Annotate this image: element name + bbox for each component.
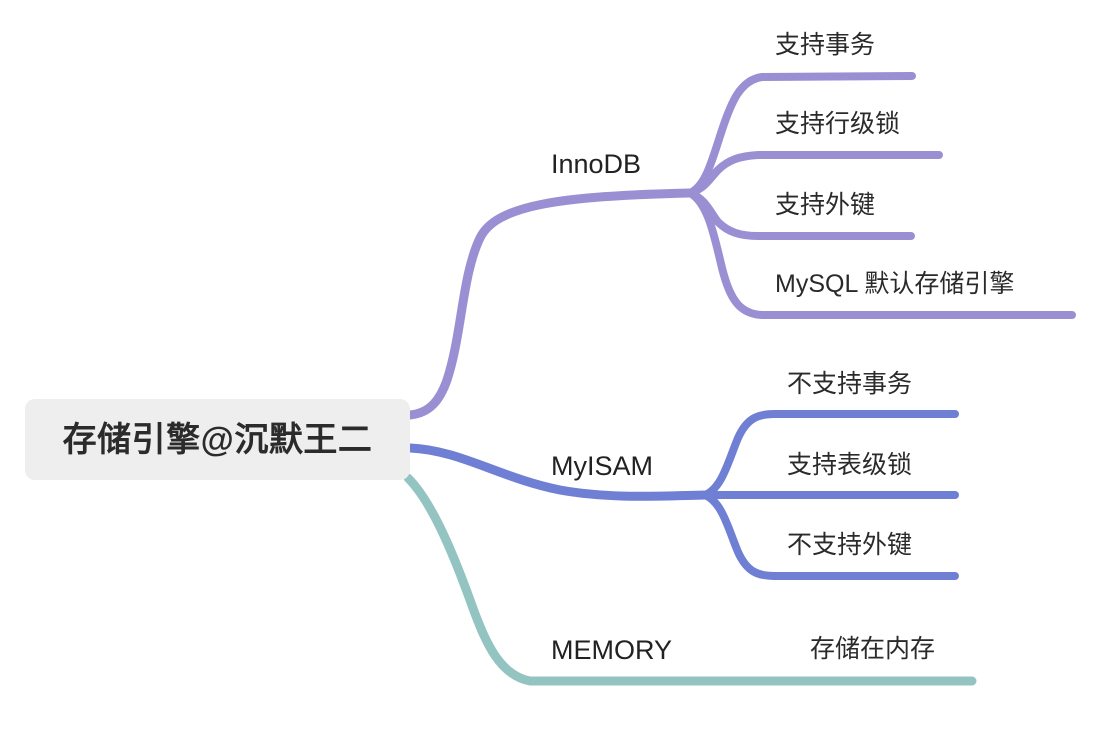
connector-root-to-myisam <box>405 443 710 501</box>
root-node[interactable]: 存储引擎@沉默王二 <box>25 399 410 480</box>
branch-node-myisam[interactable]: MyISAM <box>551 451 654 481</box>
leaf-node-innodb-supports-foreign-key[interactable]: 支持外键 <box>775 191 876 219</box>
connector-myisam-to-leaf-3 <box>701 491 959 580</box>
branch-node-memory[interactable]: MEMORY <box>551 635 673 665</box>
connector-myisam-to-leaf-1 <box>701 410 959 499</box>
leaf-node-myisam-table-level-lock[interactable]: 支持表级锁 <box>787 451 913 479</box>
branch-node-innodb[interactable]: InnoDB <box>551 149 642 179</box>
leaf-node-innodb-default-engine[interactable]: MySQL 默认存储引擎 <box>775 270 1015 298</box>
leaf-node-myisam-no-transactions[interactable]: 不支持事务 <box>787 370 913 398</box>
root-node-label: 存储引擎@沉默王二 <box>62 420 373 459</box>
connector-innodb-to-leaf-4 <box>686 189 1076 319</box>
leaf-node-myisam-no-foreign-key[interactable]: 不支持外键 <box>787 531 913 559</box>
connector-innodb-to-leaf-2 <box>686 151 943 197</box>
connector-root-to-innodb <box>405 188 695 420</box>
leaf-node-innodb-supports-row-level-lock[interactable]: 支持行级锁 <box>775 110 901 138</box>
leaf-node-memory-stored-in-memory[interactable]: 存储在内存 <box>810 635 936 663</box>
leaf-node-innodb-supports-transactions[interactable]: 支持事务 <box>775 31 876 59</box>
connector-innodb-to-leaf-1 <box>686 72 916 197</box>
connector-root-to-memory <box>403 473 977 686</box>
